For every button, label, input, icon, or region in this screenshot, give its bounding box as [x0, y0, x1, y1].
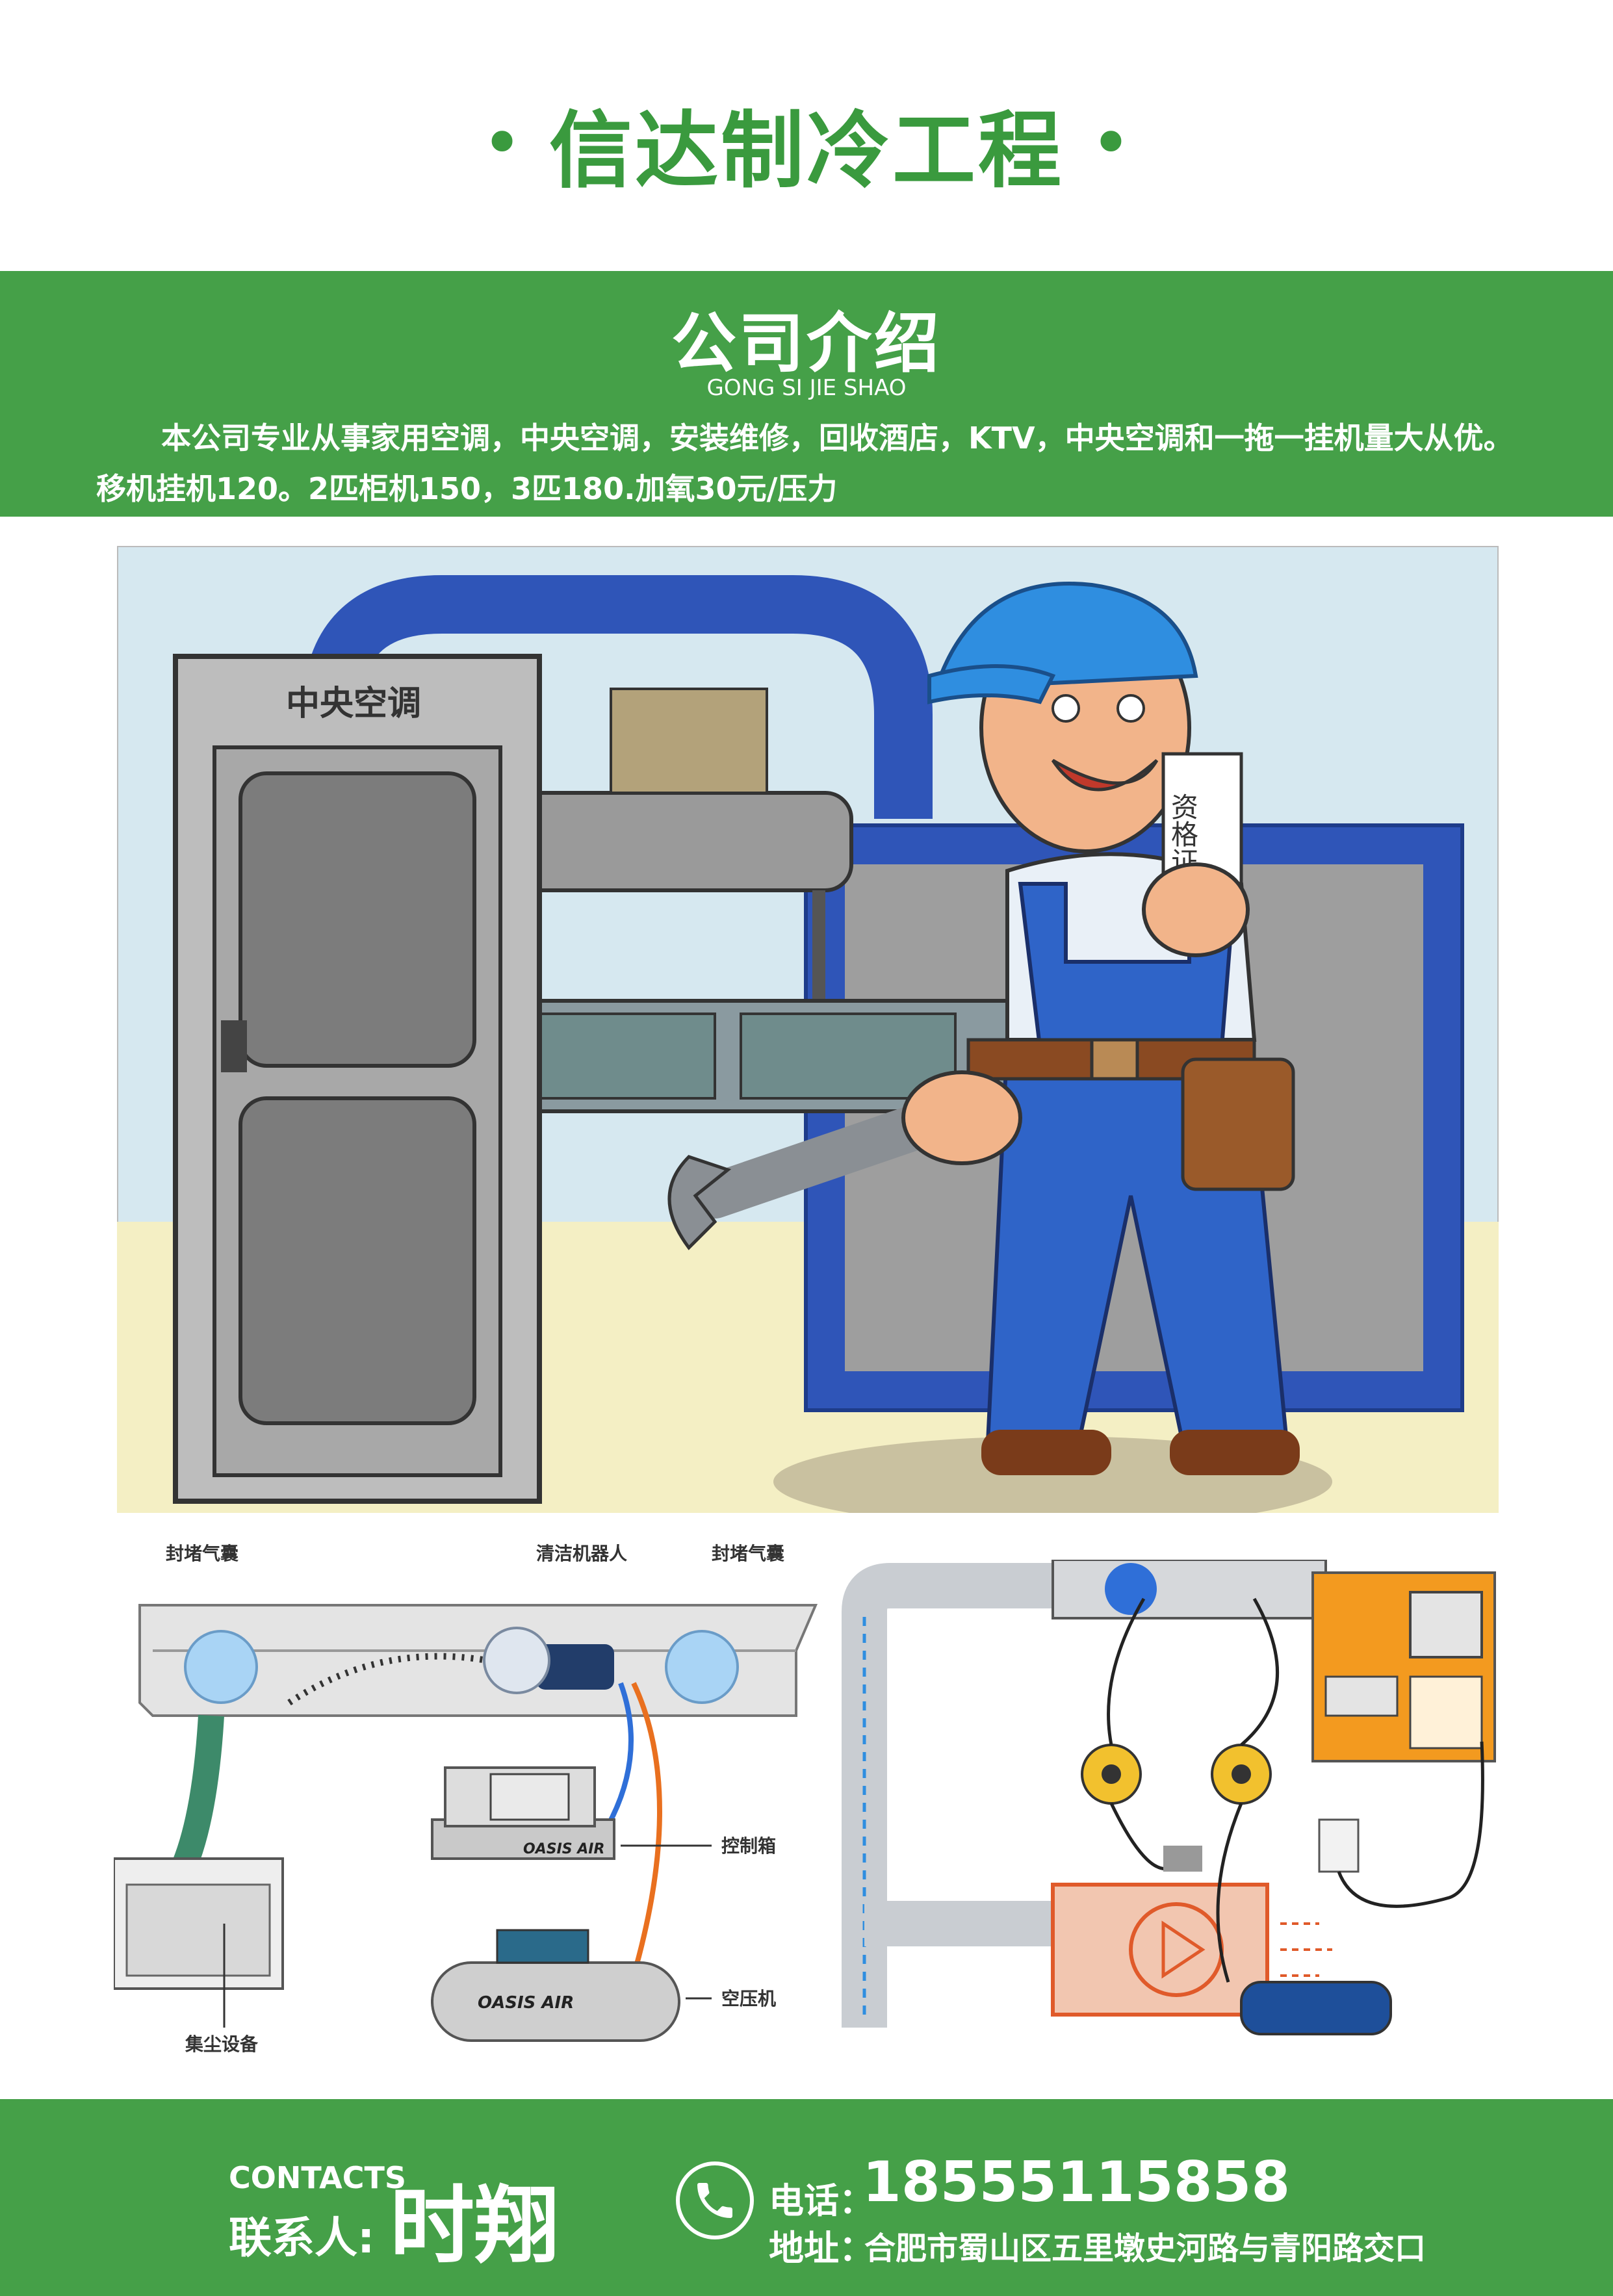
header-dot-right: •	[1090, 101, 1132, 185]
duct-cleaning-diagram	[842, 1560, 1496, 2035]
intro-body-text: 本公司专业从事家用空调，中央空调，安装维修，回收酒店，KTV，中央空调和一拖一挂…	[96, 420, 1514, 506]
header-dot-left: •	[481, 101, 523, 185]
address-label: 地址：	[769, 2228, 874, 2269]
page-header: • 信达制冷工程 •	[0, 78, 1613, 208]
technician-illustration: 中央空调 资格证	[117, 546, 1499, 1513]
footer-contacts: CONTACTS 联系人: 时翔 电话： 18555115858 地址： 合肥市…	[0, 2099, 1613, 2296]
contacts-label-en: CONTACTS	[229, 2160, 407, 2195]
label-compressor: 空压机	[721, 1988, 776, 2009]
intro-pinyin: GONG SI JIE SHAO	[706, 375, 907, 401]
label-seal-right: 封堵气囊	[712, 1543, 784, 1564]
contact-person-label: 联系人:	[229, 2213, 375, 2263]
phone-number: 18555115858	[862, 2150, 1291, 2215]
compressor-brand: OASIS AIR	[478, 1993, 574, 2013]
cabinet-label: 中央空调	[286, 684, 421, 723]
phone-icon	[676, 2161, 754, 2239]
certificate-text: 资格证	[1167, 793, 1199, 875]
intro-heading: 公司介绍	[671, 305, 942, 381]
controller-brand: OASIS AIR	[523, 1841, 604, 1857]
company-title: 信达制冷工程	[548, 102, 1064, 200]
label-controller: 控制箱	[721, 1835, 776, 1857]
phone-label: 电话：	[769, 2180, 874, 2221]
intro-section: 公司介绍 GONG SI JIE SHAO 本公司专业从事家用空调，中央空调，安…	[0, 271, 1613, 517]
address-text: 合肥市蜀山区五里墩史河路与青阳路交口	[864, 2230, 1426, 2267]
label-dust: 集尘设备	[185, 2033, 259, 2055]
label-seal-left: 封堵气囊	[166, 1543, 239, 1564]
pipe-cleaning-diagram: OASIS AIR OASIS AIR 封堵气囊 清洁机器人 封堵气囊 控制箱 …	[114, 1543, 818, 2055]
label-robot: 清洁机器人	[536, 1543, 627, 1564]
contact-person-name: 时翔	[390, 2176, 560, 2275]
